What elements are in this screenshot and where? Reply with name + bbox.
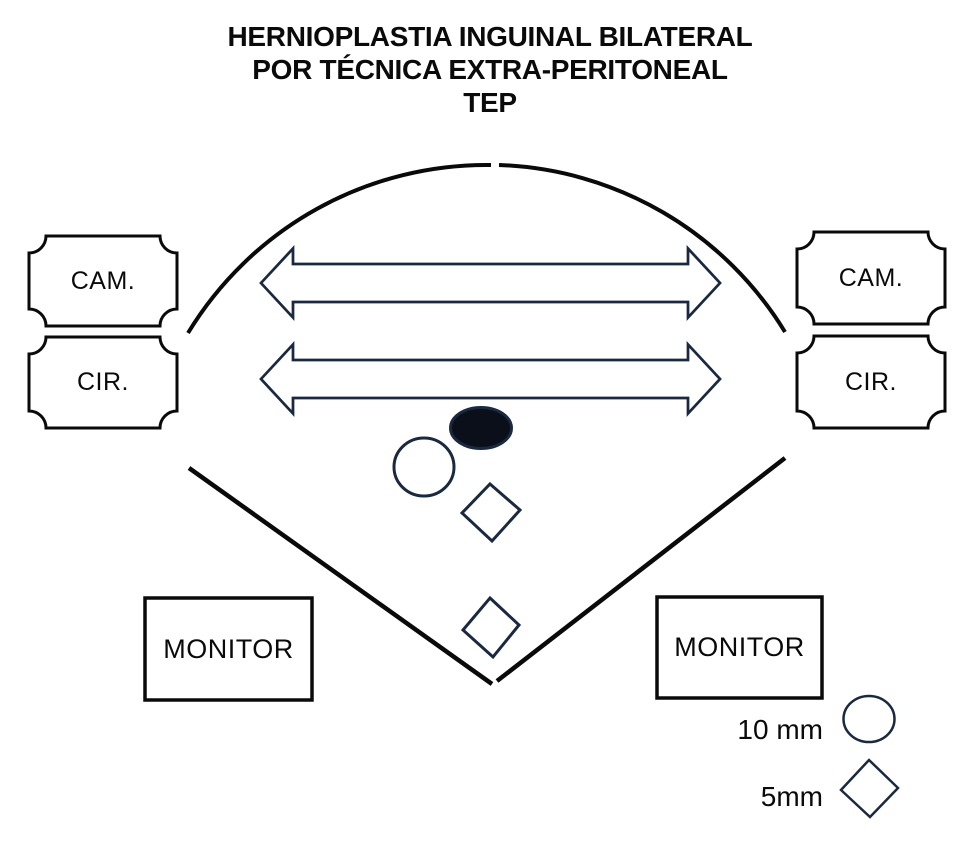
right-surgeon-station-label: CIR. — [845, 367, 897, 396]
left-camera-station-box — [27, 234, 179, 328]
legend-5mm-diamond-icon — [839, 758, 900, 819]
patient-arc-right-half — [498, 163, 787, 334]
patient-leg-line-right — [495, 456, 787, 683]
left-monitor-label: MONITOR — [163, 633, 294, 664]
working-direction-arrow-lower — [259, 340, 722, 418]
legend-10mm-label: 10 mm — [737, 714, 823, 745]
port-5mm-diamond-mid — [459, 481, 523, 544]
title-line-1: HERNIOPLASTIA INGUINAL BILATERAL — [227, 21, 753, 52]
port-10mm-circle — [392, 436, 456, 498]
patient-arc-left-half — [186, 162, 492, 335]
patient-leg-line-left — [187, 466, 494, 686]
diagram-title: HERNIOPLASTIA INGUINAL BILATERAL POR TÉC… — [0, 20, 980, 119]
left-camera-station-label: CAM. — [70, 266, 136, 295]
right-monitor-box — [655, 595, 824, 700]
right-monitor-label: MONITOR — [674, 632, 805, 662]
right-camera-station-label: CAM. — [838, 263, 904, 292]
title-line-2: POR TÉCNICA EXTRA-PERITONEAL — [252, 54, 728, 85]
right-camera-station-box — [795, 230, 947, 326]
right-surgeon-station-box — [795, 334, 947, 430]
left-monitor-box — [143, 596, 314, 702]
left-surgeon-station-box — [27, 335, 179, 430]
port-5mm-diamond-lower — [460, 595, 522, 660]
left-surgeon-station-label: CIR. — [77, 368, 129, 396]
title-line-3: TEP — [463, 87, 517, 118]
legend-5mm-label: 5mm — [760, 781, 823, 812]
legend-10mm-circle-icon — [842, 694, 896, 744]
working-direction-arrow-upper — [259, 244, 722, 322]
umbilical-port-filled-ellipse — [449, 406, 513, 450]
